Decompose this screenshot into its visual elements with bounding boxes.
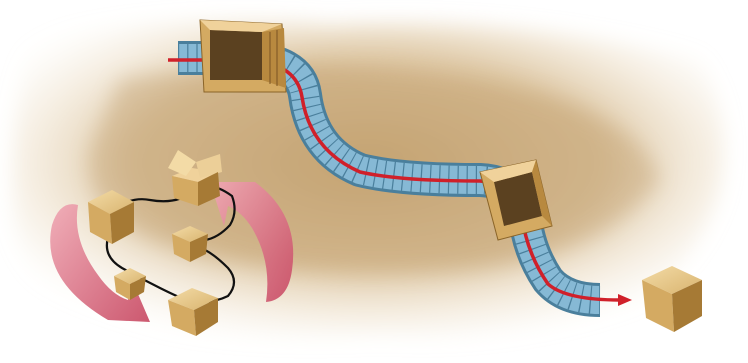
open-box-icon [200, 20, 286, 92]
cardboard-box-icon [642, 266, 702, 332]
